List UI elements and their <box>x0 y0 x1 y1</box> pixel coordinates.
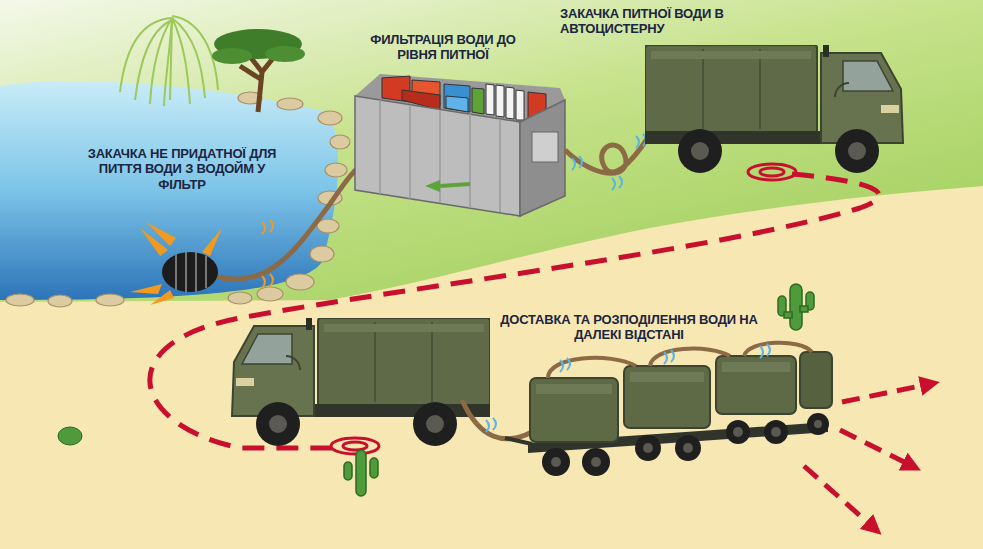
tank-trailers <box>505 343 832 476</box>
hose <box>462 400 532 439</box>
caption-label: ЗАКАЧКА ПИТНОЇ ВОДИ В АВТОЦИСТЕРНУ <box>560 6 745 37</box>
water-tanker-truck <box>645 35 903 173</box>
intake-pump <box>130 220 273 305</box>
caption-label: ФИЛЬТРАЦІЯ ВОДИ ДО РІВНЯ ПИТНОЇ <box>368 32 518 63</box>
willow-tree <box>120 16 218 106</box>
distribution-arrows <box>804 384 930 528</box>
delivery-route <box>150 164 879 454</box>
tree <box>212 29 305 112</box>
caption-label: ЗАКАЧКА НЕ ПРИДАТНОЇ ДЛЯ ПИТТЯ ВОДИ З ВО… <box>82 146 282 192</box>
lake <box>0 81 350 307</box>
hose <box>565 126 655 173</box>
water-flow-marks <box>486 418 496 432</box>
water-tanker-truck <box>232 308 490 446</box>
filter-unit <box>355 74 565 216</box>
water-flow-marks <box>572 134 646 190</box>
caption-label: ДОСТАВКА ТА РОЗПОДІЛЕННЯ ВОДИ НА ДАЛЕКІ … <box>498 312 760 343</box>
cactus <box>778 284 814 330</box>
cactus <box>344 450 378 496</box>
bush <box>58 427 82 445</box>
